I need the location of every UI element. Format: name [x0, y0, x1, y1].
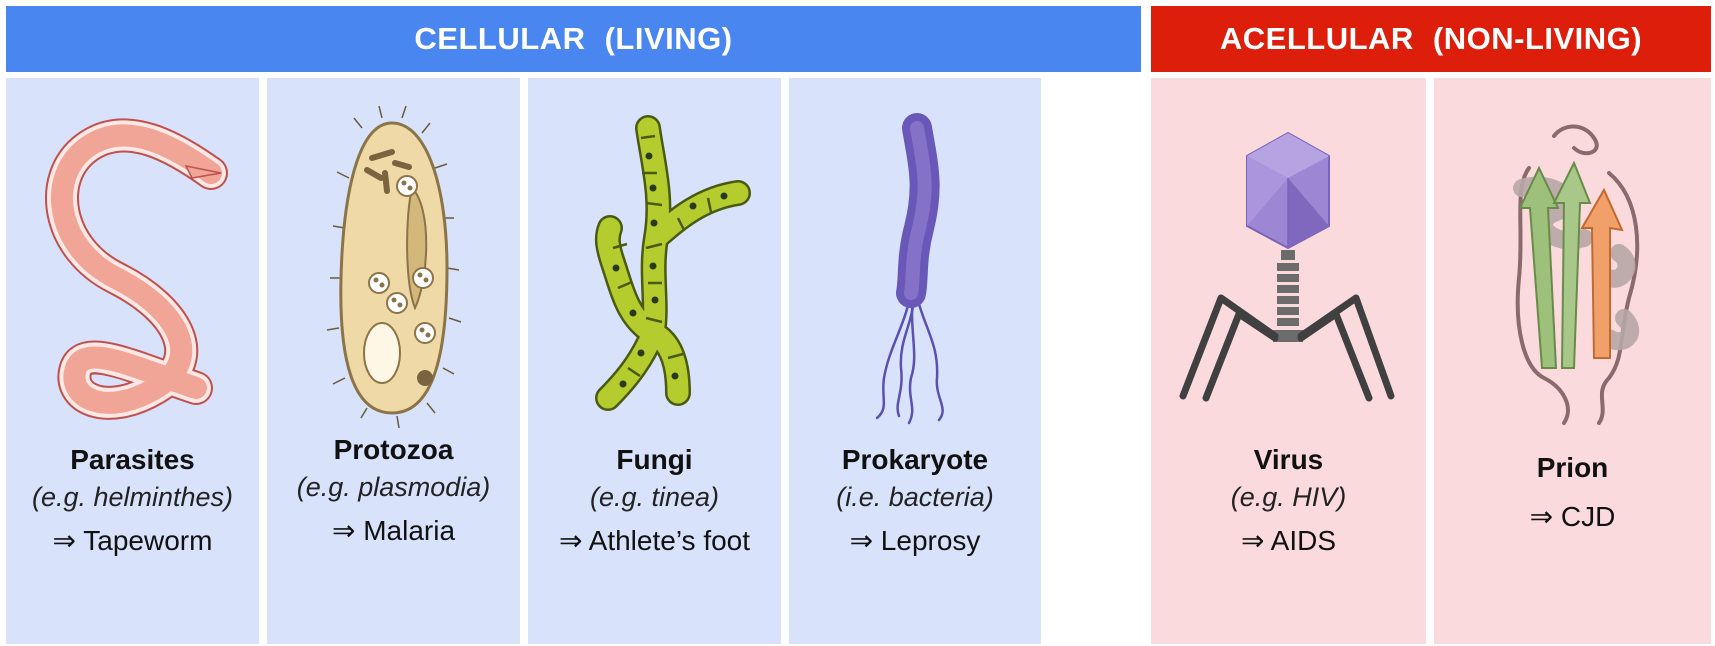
- panel-name: Prion: [1434, 452, 1711, 484]
- bacterium-icon: [789, 78, 1041, 468]
- paramecium-icon: [267, 78, 520, 468]
- panel-disease: ⇒ AIDS: [1151, 524, 1426, 557]
- panel-example: (e.g. tinea): [528, 482, 781, 513]
- panel-name: Virus: [1151, 444, 1426, 476]
- panel-example: (e.g. plasmodia): [267, 472, 520, 503]
- panel-example: (e.g. helminthes): [6, 482, 259, 513]
- panel-disease: ⇒ Athlete’s foot: [528, 524, 781, 557]
- panel-parasites: Parasites (e.g. helminthes) ⇒ Tapeworm: [6, 78, 259, 644]
- panel-disease: ⇒ CJD: [1434, 500, 1711, 533]
- panel-disease: ⇒ Tapeworm: [6, 524, 259, 557]
- panel-disease: ⇒ Malaria: [267, 514, 520, 547]
- tapeworm-icon: [6, 78, 259, 468]
- panel-name: Prokaryote: [789, 444, 1041, 476]
- fungal-hyphae-icon: [528, 78, 781, 468]
- panel-protozoa: Protozoa (e.g. plasmodia) ⇒ Malaria: [267, 78, 520, 644]
- panel-name: Parasites: [6, 444, 259, 476]
- panel-example: (e.g. HIV): [1151, 482, 1426, 513]
- panel-fungi: Fungi (e.g. tinea) ⇒ Athlete’s foot: [528, 78, 781, 644]
- bacteriophage-icon: [1151, 78, 1426, 468]
- panel-name: Fungi: [528, 444, 781, 476]
- prion-protein-icon: [1434, 78, 1711, 468]
- acellular-header: ACELLULAR (NON-LIVING): [1151, 6, 1711, 72]
- panel-name: Protozoa: [267, 434, 520, 466]
- panel-prokaryote: Prokaryote (i.e. bacteria) ⇒ Leprosy: [789, 78, 1041, 644]
- panel-virus: Virus (e.g. HIV) ⇒ AIDS: [1151, 78, 1426, 644]
- panel-disease: ⇒ Leprosy: [789, 524, 1041, 557]
- panel-example: (i.e. bacteria): [789, 482, 1041, 513]
- cellular-header: CELLULAR (LIVING): [6, 6, 1141, 72]
- panel-prion: Prion ⇒ CJD: [1434, 78, 1711, 644]
